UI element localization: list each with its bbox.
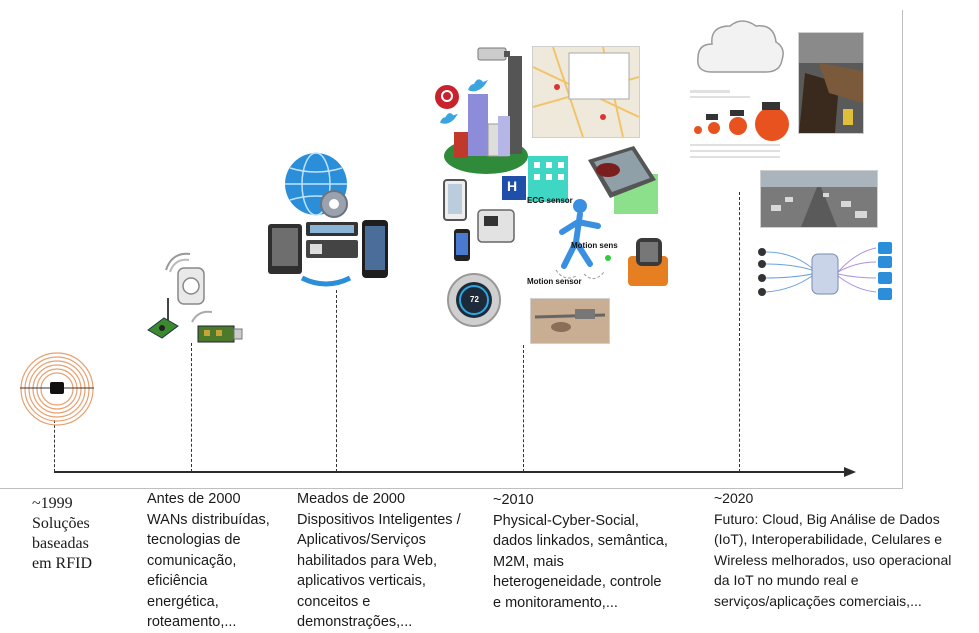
smart-city-buildings-icon <box>444 56 528 174</box>
cctv-camera-icon <box>477 47 510 61</box>
smart-meter-icon <box>477 209 515 243</box>
smart-glasses-photo <box>530 298 610 344</box>
timeline-arrowhead <box>844 467 856 477</box>
milestone-2020-period: ~2020 <box>714 490 754 506</box>
milestone-2010-period: ~2010 <box>493 492 534 508</box>
timeline-axis <box>54 471 844 473</box>
cloud-icon <box>697 20 784 73</box>
milestone-before-2000-description: WANs distribuídas, tecnologias de comuni… <box>147 511 270 631</box>
milestone-2020: ~2020 Futuro: Cloud, Big Análise de Dado… <box>714 488 976 611</box>
traffic-highway-photo <box>760 170 878 228</box>
urban-infrastructure-photo <box>798 32 864 134</box>
rfid-tag-icon <box>20 352 94 426</box>
milestone-line-before-2000 <box>191 343 192 472</box>
tablet-device-icon <box>443 179 467 221</box>
hospital-label: H <box>507 178 518 194</box>
big-data-bubble-chart-thumbnail <box>688 88 794 166</box>
milestone-2010: ~2010 Physical-Cyber-Social, dados linka… <box>493 490 708 613</box>
frame-bottom-border <box>0 488 903 489</box>
usb-sensor-stick-icon <box>191 310 243 343</box>
frame-right-border <box>902 10 903 488</box>
smartwatch-icon <box>628 238 668 286</box>
social-pinterest-icon <box>435 85 459 109</box>
milestone-1999-period: ~1999 <box>32 495 73 512</box>
motion-sensor-label: Motion sensor <box>527 277 582 286</box>
connected-car-icon <box>588 146 658 214</box>
milestone-2010-description: Physical-Cyber-Social, dados linkados, s… <box>493 512 668 611</box>
milestone-1999: ~1999 Soluções baseadas em RFID <box>32 494 132 574</box>
milestone-2020-description: Futuro: Cloud, Big Análise de Dados (IoT… <box>714 510 952 609</box>
smart-devices-group-icon <box>268 220 388 287</box>
milestone-before-2000-period: Antes de 2000 <box>147 491 241 507</box>
green-sensor-board-icon <box>147 298 179 339</box>
hospital-building-icon <box>502 156 568 202</box>
social-twitter-bird-icon-2 <box>440 113 458 124</box>
motion-sens-label: Motion sens <box>571 241 618 250</box>
milestone-line-2020 <box>739 192 740 472</box>
smart-thermostat-photo <box>424 270 518 328</box>
map-data-screenshot <box>532 46 640 138</box>
web-globe-gear-icon <box>285 152 348 218</box>
milestone-line-mid-2000 <box>336 290 337 472</box>
wearable-motion-figure-icon <box>555 199 611 279</box>
milestone-line-2010 <box>523 345 524 472</box>
milestone-mid-2000: Meados de 2000 Dispositivos Inteligentes… <box>297 489 492 633</box>
milestone-before-2000: Antes de 2000 WANs distribuídas, tecnolo… <box>147 489 297 633</box>
milestone-line-1999 <box>54 420 55 472</box>
milestone-mid-2000-period: Meados de 2000 <box>297 491 406 507</box>
thermostat-temperature-label: 72 <box>470 295 479 304</box>
ecg-sensor-label: ECG sensor <box>527 196 573 205</box>
social-twitter-bird-icon <box>468 79 488 92</box>
wireless-sensor-node-icon <box>165 252 205 305</box>
milestone-1999-description: Soluções baseadas em RFID <box>32 515 92 572</box>
smartphone-icon <box>454 229 470 261</box>
milestone-mid-2000-description: Dispositivos Inteligentes / Aplicativos/… <box>297 511 461 631</box>
large-scale-data-analysis-diagram <box>752 232 898 312</box>
